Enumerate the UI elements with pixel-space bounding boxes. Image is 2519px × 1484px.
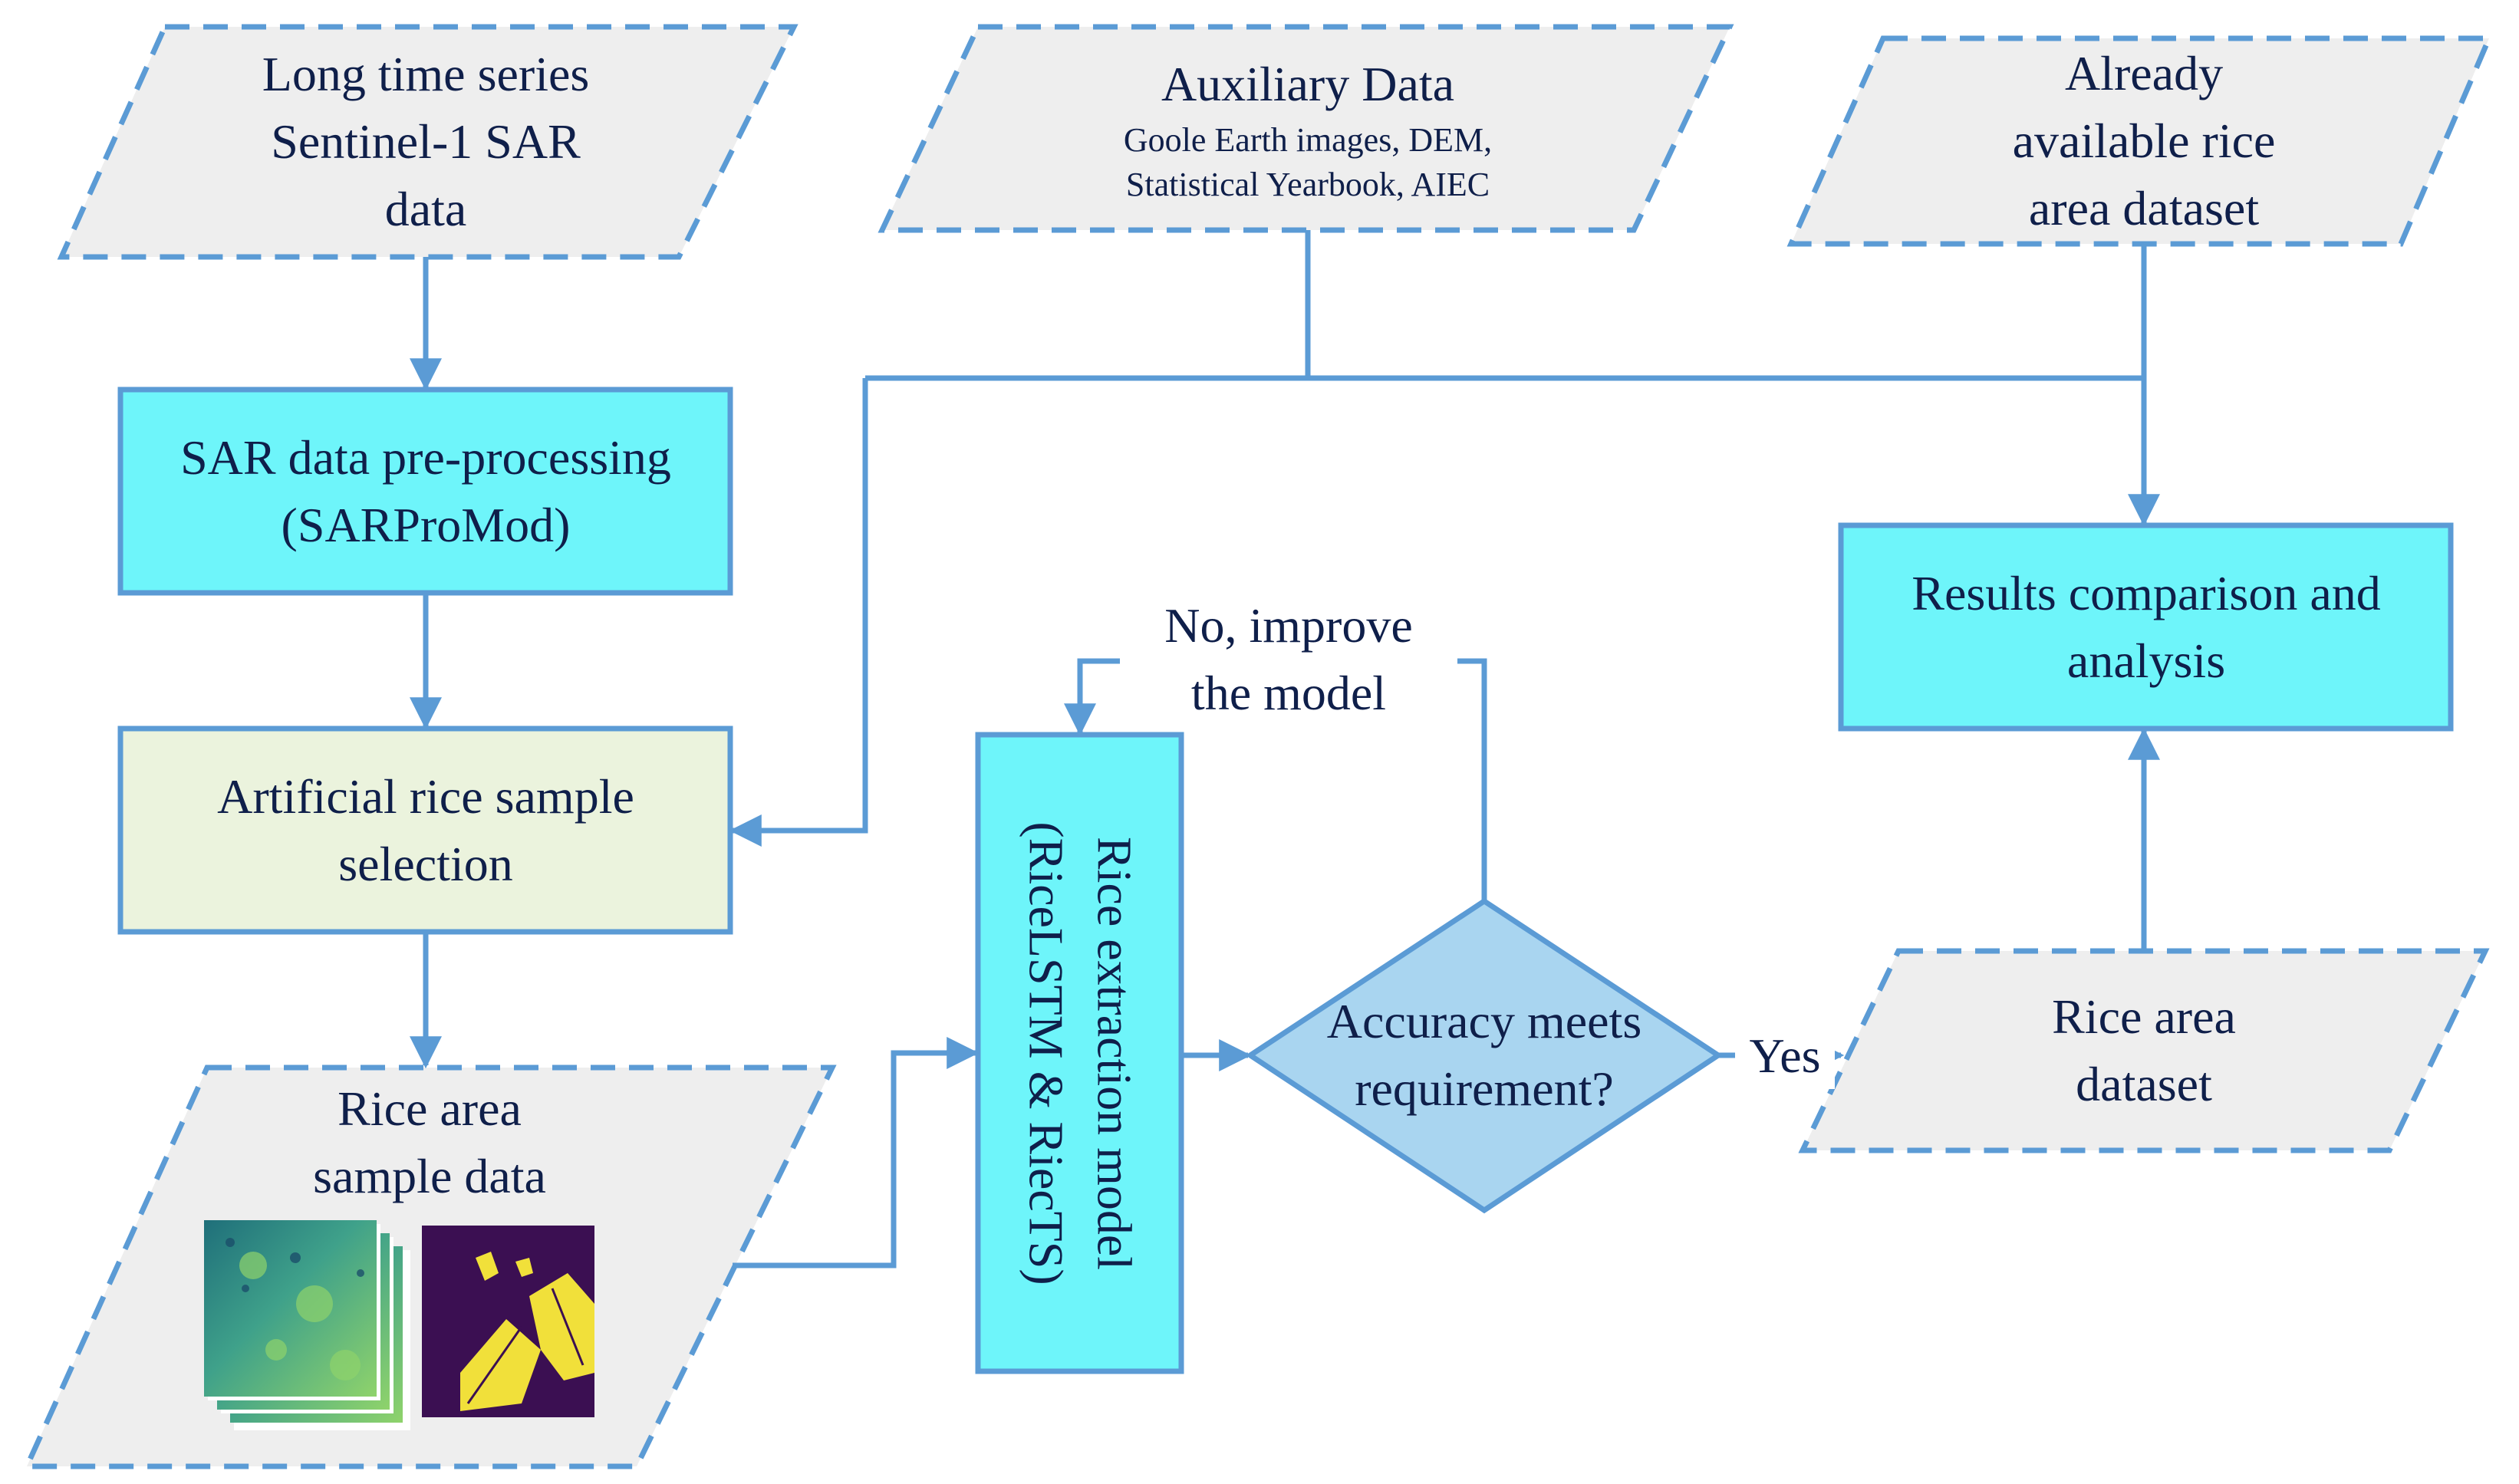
sentinel-line-2: Sentinel-1 SAR bbox=[271, 114, 581, 169]
rice-mask-image bbox=[422, 1226, 594, 1417]
comparison-label: Results comparison and analysis bbox=[1844, 528, 2448, 726]
sample-selection-line-2: selection bbox=[338, 837, 513, 891]
available-line-3: area dataset bbox=[2028, 181, 2260, 236]
no-loop-label: No, improve the model bbox=[1120, 591, 1457, 729]
yes-label: Yes bbox=[1735, 1024, 1835, 1089]
sample-data-line-2: sample data bbox=[313, 1149, 546, 1203]
preprocess-line-2: (SARProMod) bbox=[281, 498, 571, 552]
model-line-2: (RiceLSTM & RiecTS) bbox=[1019, 821, 1074, 1285]
no-loop-line-1: No, improve bbox=[1164, 597, 1413, 653]
comparison-line-2: analysis bbox=[2066, 633, 2226, 688]
sar-image-stack bbox=[204, 1220, 410, 1430]
sentinel-data-shape bbox=[57, 24, 799, 260]
rice-dataset-label: Rice area dataset bbox=[1902, 982, 2386, 1120]
sample-data-label: Rice area sample data bbox=[199, 1074, 660, 1212]
sentinel-line-3: data bbox=[384, 182, 467, 237]
decision-line-2: requirement? bbox=[1355, 1061, 1614, 1116]
yes-text: Yes bbox=[1749, 1028, 1821, 1084]
auxiliary-title: Auxiliary Data bbox=[1161, 57, 1455, 112]
comparison-box bbox=[1838, 522, 2454, 732]
auxiliary-detail-1: Goole Earth images, DEM, bbox=[1123, 121, 1493, 160]
rice-dataset-line-1: Rice area bbox=[2052, 989, 2236, 1044]
edge-bus-selection bbox=[729, 378, 868, 847]
available-label: Already available rice area dataset bbox=[1902, 38, 2386, 244]
preprocess-line-1: SAR data pre-processing bbox=[180, 429, 671, 485]
sentinel-line-1: Long time series bbox=[262, 46, 590, 101]
auxiliary-label: Auxiliary Data Goole Earth images, DEM, … bbox=[1013, 38, 1603, 219]
sentinel-label: Long time series Sentinel-1 SAR data bbox=[176, 38, 675, 245]
model-line-1: Rice extraction model bbox=[1087, 836, 1142, 1271]
decision-diamond bbox=[1245, 897, 1724, 1214]
auxiliary-data-shape bbox=[878, 24, 1734, 233]
preprocess-label: SAR data pre-processing (SARProMod) bbox=[123, 393, 729, 591]
decision-label: Accuracy meets requirement? bbox=[1296, 986, 1672, 1124]
no-loop-line-2: the model bbox=[1190, 666, 1387, 720]
auxiliary-detail-2: Statistical Yearbook, AIEC bbox=[1125, 165, 1490, 203]
available-dataset-shape bbox=[1786, 35, 2494, 247]
sample-data-line-1: Rice area bbox=[338, 1081, 522, 1136]
available-line-1: Already bbox=[2064, 45, 2224, 100]
rice-dataset-line-2: dataset bbox=[2076, 1057, 2212, 1111]
comparison-line-1: Results comparison and bbox=[1911, 565, 2381, 620]
sample-selection-line-1: Artificial rice sample bbox=[217, 768, 634, 824]
model-label: Rice extraction model (RiceLSTM & RiecTS… bbox=[979, 735, 1182, 1372]
edge-sampledata-model bbox=[733, 1037, 980, 1268]
available-line-2: available rice bbox=[2012, 113, 2276, 168]
sample-selection-label: Artificial rice sample selection bbox=[123, 732, 729, 930]
decision-line-1: Accuracy meets bbox=[1326, 993, 1642, 1048]
